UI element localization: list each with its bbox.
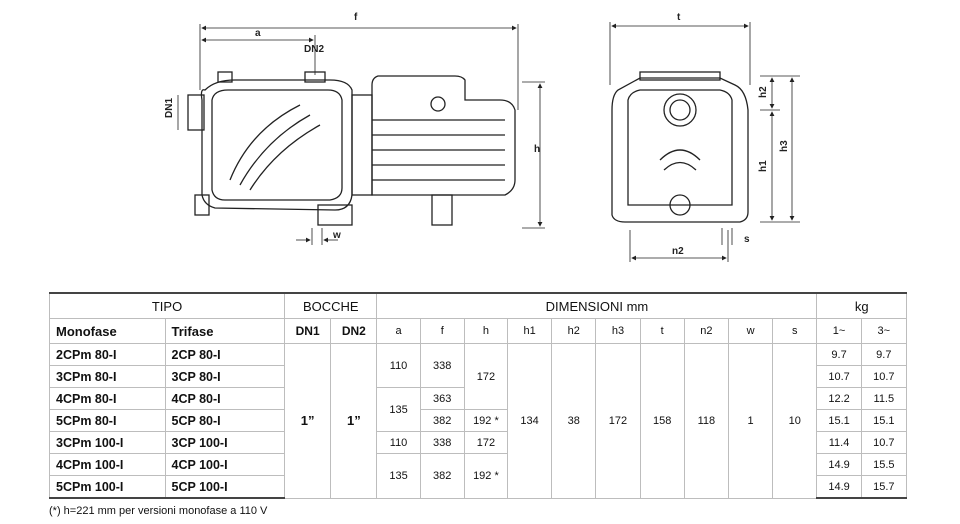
cell-f: 363 (419, 387, 465, 410)
col-dn2: DN2 (330, 318, 378, 344)
cell-kg3: 10.7 (860, 431, 908, 454)
side-view (187, 71, 516, 226)
cell-f: 338 (419, 343, 465, 388)
cell-a: 110 (376, 343, 421, 388)
cell-kg1: 11.4 (816, 431, 862, 454)
cell-w: 1 (727, 343, 774, 499)
col-n2: n2 (683, 318, 729, 344)
cell-a: 135 (376, 453, 421, 499)
cell-h: 172 (463, 343, 509, 410)
dim-w: w (332, 230, 341, 241)
cell-kg1: 10.7 (816, 365, 862, 388)
group-bocche: BOCCHE (284, 292, 378, 319)
group-kg: kg (816, 292, 907, 319)
model-mono: 3CPm 100-I (49, 431, 166, 454)
cell-a: 135 (376, 387, 421, 432)
col-h: h (463, 318, 509, 344)
dim-t: t (677, 12, 681, 23)
dim-f: f (354, 12, 358, 23)
technical-drawing: f a DN2 DN1 h w t h2 h1 h3 n2 s (164, 12, 800, 262)
col-h1: h1 (507, 318, 553, 344)
cell-h3: 172 (595, 343, 641, 499)
cell-kg3: 15.5 (860, 453, 908, 476)
cell-kg1: 14.9 (816, 453, 862, 476)
cell-dn2: 1” (330, 343, 378, 499)
table-row: 3CPm 100-I 3CP 100-I 110 338 172 11.4 10… (49, 431, 908, 454)
cell-kg3: 9.7 (860, 343, 908, 366)
dim-h1: h1 (758, 160, 769, 172)
dim-s: s (744, 234, 750, 245)
group-dimensioni: DIMENSIONI mm (376, 292, 818, 319)
side-dimensions (177, 24, 545, 245)
model-mono: 4CPm 80-I (49, 387, 166, 410)
model-tri: 3CP 100-I (164, 431, 286, 454)
dim-h2: h2 (758, 86, 769, 98)
col-monofase: Monofase (49, 318, 166, 344)
dim-dn2: DN2 (304, 44, 324, 55)
col-trifase: Trifase (164, 318, 286, 344)
col-kg1: 1~ (816, 318, 862, 344)
col-kg3: 3~ (860, 318, 908, 344)
dim-n2: n2 (672, 246, 684, 257)
model-mono: 4CPm 100-I (49, 453, 166, 476)
cell-f: 338 (419, 431, 465, 454)
model-tri: 5CP 100-I (164, 475, 286, 499)
cell-kg3: 10.7 (860, 365, 908, 388)
cell-kg1: 15.1 (816, 409, 862, 432)
cell-kg3: 11.5 (860, 387, 908, 410)
col-w: w (727, 318, 774, 344)
cell-dn1: 1” (284, 343, 332, 499)
table-row: 4CPm 80-I 4CP 80-I 135 363 12.2 11.5 (49, 387, 908, 432)
model-mono: 5CPm 100-I (49, 475, 166, 499)
col-dn1: DN1 (284, 318, 332, 344)
cell-f: 382 (419, 453, 465, 499)
model-tri: 4CP 100-I (164, 453, 286, 476)
cell-kg3: 15.7 (860, 475, 908, 499)
model-mono: 3CPm 80-I (49, 365, 166, 388)
cell-f: 382 (419, 409, 465, 432)
front-dimensions (609, 22, 800, 262)
model-tri: 5CP 80-I (164, 409, 286, 432)
col-a: a (376, 318, 421, 344)
dim-h3: h3 (779, 140, 790, 152)
table-row: 4CPm 100-I 4CP 100-I 135 382 192 * 14.9 … (49, 453, 908, 499)
col-f: f (419, 318, 465, 344)
cell-kg1: 14.9 (816, 475, 862, 499)
cell-a: 110 (376, 431, 421, 454)
cell-h: 192 * (463, 453, 509, 499)
model-mono: 5CPm 80-I (49, 409, 166, 432)
dim-dn1: DN1 (164, 98, 175, 118)
spec-table: TIPO BOCCHE DIMENSIONI mm kg Monofase Tr… (48, 292, 908, 499)
table-row: 5CPm 100-I 5CP 100-I 14.9 15.7 (49, 475, 908, 499)
cell-s: 10 (772, 343, 818, 499)
footnote: (*) h=221 mm per versioni monofase a 110… (49, 505, 268, 517)
group-tipo: TIPO (48, 292, 286, 319)
cell-t: 158 (639, 343, 685, 499)
cell-h2: 38 (551, 343, 597, 499)
cell-kg1: 12.2 (816, 387, 862, 410)
cell-n2: 118 (683, 343, 729, 499)
model-tri: 4CP 80-I (164, 387, 286, 410)
col-s: s (772, 318, 818, 344)
cell-h1: 134 (507, 343, 553, 499)
model-tri: 3CP 80-I (164, 365, 286, 388)
dim-h: h (534, 144, 540, 155)
table-row: 2CPm 80-I 2CP 80-I 1” 1” 110 338 172 134… (49, 343, 908, 499)
model-mono: 2CPm 80-I (49, 343, 166, 366)
col-t: t (639, 318, 685, 344)
col-h2: h2 (551, 318, 597, 344)
model-tri: 2CP 80-I (164, 343, 286, 366)
cell-h: 192 * (463, 409, 509, 432)
front-view (611, 71, 749, 223)
col-h3: h3 (595, 318, 641, 344)
dim-a: a (255, 28, 261, 39)
cell-kg3: 15.1 (860, 409, 908, 432)
cell-kg1: 9.7 (816, 343, 862, 366)
table-row: 5CPm 80-I 5CP 80-I 382 192 * 15.1 15.1 (49, 409, 908, 432)
cell-h: 172 (463, 431, 509, 454)
